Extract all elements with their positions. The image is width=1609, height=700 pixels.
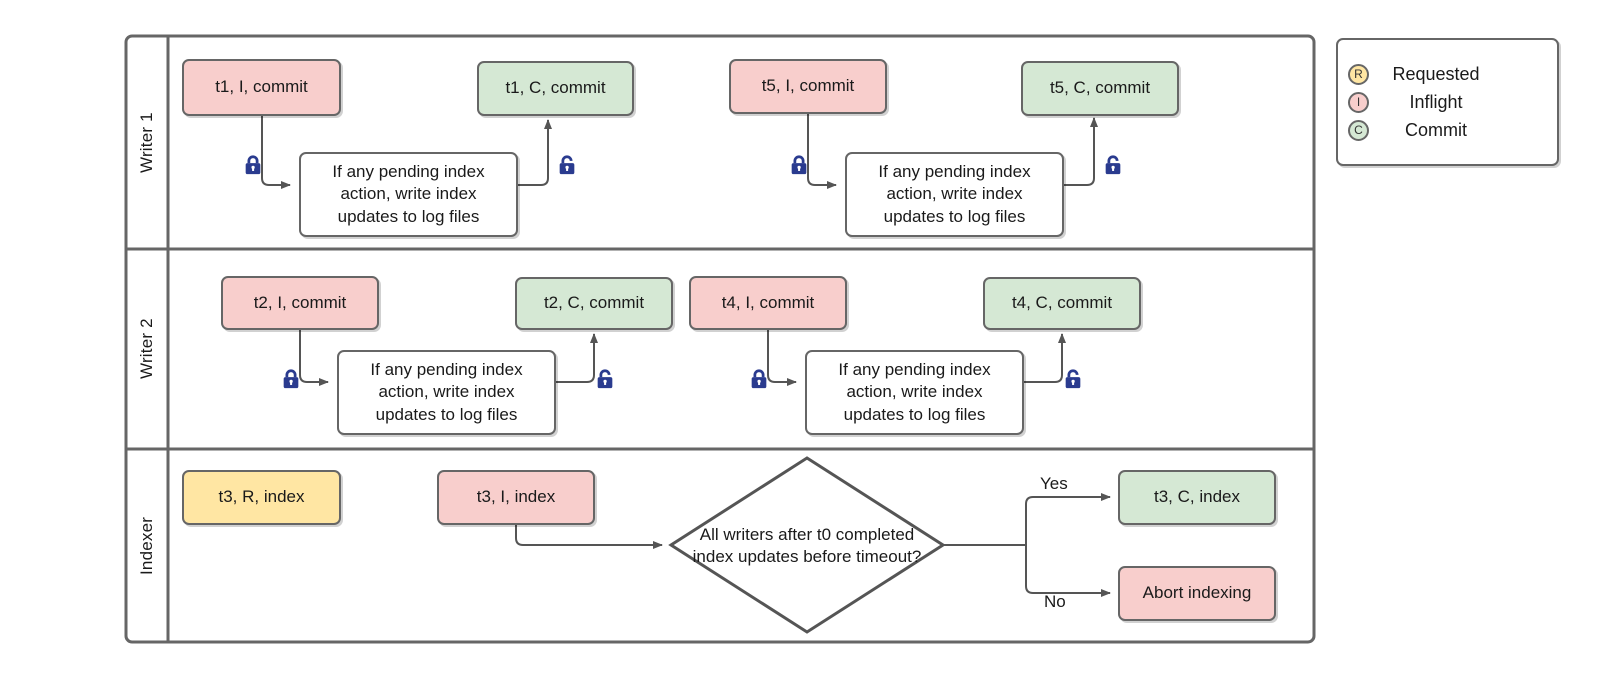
lock-open-icon <box>1062 368 1084 390</box>
legend-dot-requested-icon: R <box>1348 63 1369 85</box>
node-w1-index-action-2[interactable]: If any pending index action, write index… <box>845 152 1064 237</box>
node-label: t3, I, index <box>476 487 556 507</box>
decision-text: All writers after t0 completed index upd… <box>692 524 922 566</box>
edge-w1-t1i-to-step1 <box>261 116 291 189</box>
node-label: t5, C, commit <box>1049 78 1151 98</box>
node-w2-t4-inflight[interactable]: t4, I, commit <box>689 276 847 330</box>
decision-diamond <box>668 456 946 634</box>
node-ix-abort-indexing[interactable]: Abort indexing <box>1118 566 1276 621</box>
node-w1-t1-inflight[interactable]: t1, I, commit <box>182 59 341 116</box>
edge-w2-t4i-to-step2 <box>767 330 797 386</box>
legend-label-commit: Commit <box>1405 119 1467 140</box>
node-ix-t3-requested[interactable]: t3, R, index <box>182 470 341 525</box>
legend-label-inflight: Inflight <box>1409 91 1463 112</box>
lane-label-writer2: Writer 2 <box>126 249 168 449</box>
lock-open-icon <box>594 368 616 390</box>
lane-label-indexer: Indexer <box>126 449 168 642</box>
legend-item-requested: R Requested <box>1348 61 1541 87</box>
node-label: t2, C, commit <box>543 293 645 313</box>
lock-open-icon <box>1102 154 1124 176</box>
lane-label-writer1-text: Writer 1 <box>137 112 156 173</box>
edge-label-no: No <box>1044 592 1066 612</box>
node-w2-index-action-2[interactable]: If any pending index action, write index… <box>805 350 1024 435</box>
node-label: If any pending index action, write index… <box>370 359 523 424</box>
legend-dot-commit-icon: C <box>1348 119 1369 141</box>
edge-branch-yes <box>1025 493 1111 545</box>
lane-label-writer1: Writer 1 <box>126 36 168 249</box>
lock-closed-icon <box>748 368 770 390</box>
legend-item-commit: C Commit <box>1348 117 1541 143</box>
node-label: If any pending index action, write index… <box>332 161 485 226</box>
node-ix-t3-inflight[interactable]: t3, I, index <box>437 470 595 525</box>
node-w2-t2-inflight[interactable]: t2, I, commit <box>221 276 379 330</box>
node-label: t4, C, commit <box>1011 293 1113 313</box>
lock-closed-icon <box>788 154 810 176</box>
node-label: t1, C, commit <box>505 78 606 98</box>
edge-w1-t5i-to-step2 <box>807 114 837 189</box>
lane-label-indexer-text: Indexer <box>137 516 156 575</box>
edge-w2-t2i-to-step1 <box>299 330 329 386</box>
edge-w2-step2-to-t4c <box>1024 333 1066 383</box>
lock-closed-icon <box>280 368 302 390</box>
node-w1-t5-commit[interactable]: t5, C, commit <box>1021 61 1179 116</box>
node-label: t3, C, index <box>1154 487 1240 507</box>
legend: R Requested I Inflight C Commit <box>1336 38 1559 166</box>
node-w2-t2-commit[interactable]: t2, C, commit <box>515 277 673 330</box>
lock-closed-icon <box>242 154 264 176</box>
node-label: If any pending index action, write index… <box>838 359 991 424</box>
edge-label-no-text: No <box>1044 592 1066 611</box>
lane-label-writer2-text: Writer 2 <box>137 318 156 380</box>
node-w1-t5-inflight[interactable]: t5, I, commit <box>729 59 887 114</box>
node-label: t5, I, commit <box>761 76 855 96</box>
edge-label-yes-text: Yes <box>1040 474 1068 493</box>
legend-dot-key: I <box>1356 95 1361 109</box>
node-label: Abort indexing <box>1142 583 1252 603</box>
node-ix-t3-commit[interactable]: t3, C, index <box>1118 470 1276 525</box>
node-label: t1, I, commit <box>215 77 308 97</box>
legend-dot-key: R <box>1354 67 1363 81</box>
node-label: t4, I, commit <box>721 292 815 312</box>
node-w2-t4-commit[interactable]: t4, C, commit <box>983 277 1141 330</box>
edge-branch-no <box>1025 545 1111 597</box>
edge-ix-t3i-to-decision <box>515 525 663 549</box>
node-label: If any pending index action, write index… <box>878 161 1031 226</box>
node-w2-index-action-1[interactable]: If any pending index action, write index… <box>337 350 556 435</box>
edge-w2-step1-to-t2c <box>556 333 598 383</box>
edge-w1-step1-to-t1c <box>518 119 552 186</box>
edge-w1-step2-to-t5c <box>1064 117 1098 186</box>
node-label: t3, R, index <box>218 487 305 507</box>
lock-open-icon <box>556 154 578 176</box>
node-label: t2, I, commit <box>253 292 347 312</box>
node-w1-t1-commit[interactable]: t1, C, commit <box>477 61 634 116</box>
legend-item-inflight: I Inflight <box>1348 89 1541 115</box>
node-ix-decision-label[interactable]: All writers after t0 completed index upd… <box>692 500 922 592</box>
legend-dot-inflight-icon: I <box>1348 91 1369 113</box>
node-w1-index-action-1[interactable]: If any pending index action, write index… <box>299 152 518 237</box>
edge-label-yes: Yes <box>1040 474 1068 494</box>
legend-label-requested: Requested <box>1392 63 1480 84</box>
legend-dot-key: C <box>1354 123 1363 137</box>
